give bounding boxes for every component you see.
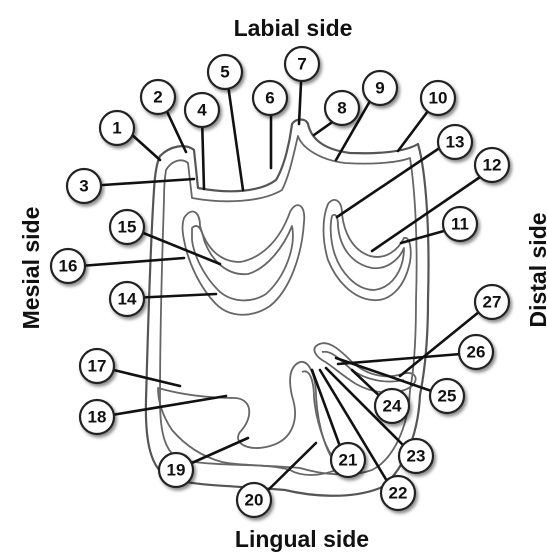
marker-3-label: 3 xyxy=(79,177,88,196)
distal-groove-loop xyxy=(324,200,411,300)
mesial-side-label: Mesial side xyxy=(18,207,44,330)
marker-9: 9 xyxy=(363,71,397,105)
marker-13-label: 13 xyxy=(446,133,465,152)
leader-16 xyxy=(80,258,184,266)
labial-side-label: Labial side xyxy=(234,15,353,41)
marker-1-label: 1 xyxy=(112,119,121,138)
leader-1 xyxy=(130,133,160,160)
marker-25: 25 xyxy=(430,379,464,413)
numbered-markers: 1 2 3 4 5 6 7 8 9 10 11 12 13 14 15 16 1… xyxy=(51,47,509,517)
marker-21-label: 21 xyxy=(339,451,358,470)
marker-17: 17 xyxy=(80,349,114,383)
marker-24: 24 xyxy=(375,389,409,423)
marker-14-label: 14 xyxy=(118,290,137,309)
marker-4-label: 4 xyxy=(197,101,207,120)
marker-19: 19 xyxy=(159,453,193,487)
marker-20: 20 xyxy=(237,483,271,517)
marker-6-label: 6 xyxy=(265,89,274,108)
marker-27-label: 27 xyxy=(483,293,502,312)
marker-5: 5 xyxy=(208,55,242,89)
marker-18-label: 18 xyxy=(88,408,107,427)
marker-11-label: 11 xyxy=(451,215,469,234)
marker-27: 27 xyxy=(475,285,509,319)
lingual-side-label: Lingual side xyxy=(235,526,369,552)
marker-15: 15 xyxy=(110,210,144,244)
marker-3: 3 xyxy=(67,169,101,203)
marker-10-label: 10 xyxy=(429,89,448,108)
marker-10: 10 xyxy=(421,81,455,115)
marker-12: 12 xyxy=(475,148,509,182)
marker-21: 21 xyxy=(331,443,365,477)
marker-7-label: 7 xyxy=(297,55,306,74)
marker-16: 16 xyxy=(51,249,85,283)
marker-9-label: 9 xyxy=(375,79,384,98)
mesial-groove-loop xyxy=(183,205,305,315)
leader-5 xyxy=(228,85,243,190)
marker-25-label: 25 xyxy=(438,387,457,406)
marker-7: 7 xyxy=(285,47,319,81)
marker-22: 22 xyxy=(381,476,415,510)
marker-13: 13 xyxy=(438,125,472,159)
marker-8-label: 8 xyxy=(337,99,346,118)
marker-2: 2 xyxy=(141,80,175,114)
marker-8: 8 xyxy=(325,91,359,125)
leader-10 xyxy=(398,107,431,151)
tooth-outline xyxy=(146,120,429,496)
marker-15-label: 15 xyxy=(118,218,137,237)
marker-22-label: 22 xyxy=(389,484,408,503)
leader-7 xyxy=(299,83,301,124)
marker-4: 4 xyxy=(185,93,219,127)
marker-23: 23 xyxy=(399,439,433,473)
marker-26-label: 26 xyxy=(467,343,486,362)
marker-6: 6 xyxy=(253,81,287,115)
marker-2-label: 2 xyxy=(153,88,162,107)
marker-26: 26 xyxy=(459,335,493,369)
marker-23-label: 23 xyxy=(407,447,426,466)
marker-11: 11 xyxy=(443,207,477,241)
marker-16-label: 16 xyxy=(59,257,78,276)
marker-14: 14 xyxy=(110,282,144,316)
leader-3 xyxy=(103,179,194,185)
leader-26 xyxy=(338,353,473,364)
marker-18: 18 xyxy=(80,400,114,434)
marker-20-label: 20 xyxy=(245,491,264,510)
marker-19-label: 19 xyxy=(167,461,186,480)
marker-17-label: 17 xyxy=(88,357,107,376)
marker-12-label: 12 xyxy=(483,156,502,175)
marker-24-label: 24 xyxy=(383,397,402,416)
distal-side-label: Distal side xyxy=(525,212,547,327)
marker-5-label: 5 xyxy=(220,63,229,82)
marker-1: 1 xyxy=(100,111,134,145)
